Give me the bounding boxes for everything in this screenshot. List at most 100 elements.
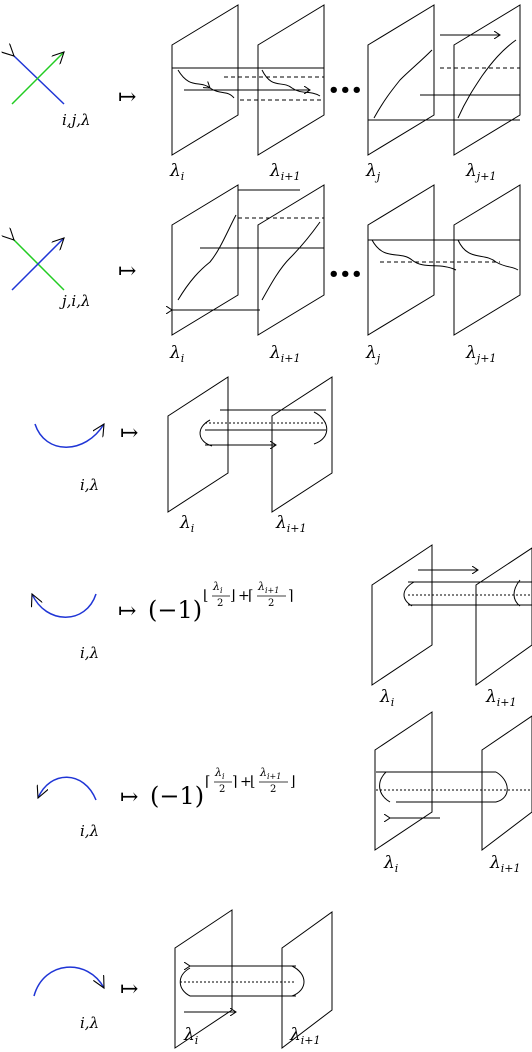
plane-label: λi+1 [289,1025,321,1047]
exp-floor-close: ⌋ [230,588,235,604]
exp-frac-num: λi+1 [259,766,281,781]
seam-3 [374,50,432,118]
plane-label: λi+1 [269,161,301,183]
exp-frac-den: 2 [270,784,276,795]
crossing-glyph-ji [12,238,64,290]
seam-1 [178,70,234,98]
sign-factor: ↦ (−1) ⌈ λi 2 ⌉ + ⌊ λi+1 2 ⌋ [120,766,295,810]
plane-label: λj+1 [465,343,496,365]
exp-frac-den: 2 [268,598,274,609]
exp-frac-den: 2 [219,784,225,795]
foam-diagram [372,545,532,685]
cap-left [404,582,414,606]
row-3: i,λ ↦ λi λi+1 [35,377,332,535]
plane-2 [258,5,324,155]
cap-right [496,772,507,802]
plane-label: λj+1 [465,161,496,183]
plane-labels: λi λi+1 [183,1025,321,1047]
cap-left [200,420,212,446]
cap-glyph [38,777,96,800]
plane-3 [368,185,434,335]
sign-factor: ↦ (−1) ⌊ λi 2 ⌋ + ⌈ λi+1 2 ⌉ [118,580,293,624]
row-label: j,i,λ [59,292,91,310]
plane-3 [368,5,434,155]
blue-strand [14,56,64,104]
maps-to-arrow: ↦ [120,977,138,1002]
plane-label: λi+1 [489,853,521,875]
plane-label: λi [383,853,398,875]
row-label: i,λ [80,822,99,840]
exp-floor-open: ⌊ [250,774,255,790]
plane-1 [172,185,238,335]
foam-diagram [175,910,332,1048]
plane-labels: λi λi+1 [383,853,521,875]
cup-glyph [32,594,96,617]
exp-frac-num: λi [212,580,223,595]
exp-frac-num: λi+1 [257,580,279,595]
maps-to-arrow: ↦ [120,421,138,446]
plane-1 [372,545,432,685]
plane-1 [375,712,432,850]
row-label: i,j,λ [62,111,91,129]
cap-left [380,772,390,802]
cap-right [314,412,327,444]
row-6: i,λ ↦ λi λi+1 [34,910,332,1048]
plane-labels: λi λi+1 [379,687,517,709]
green-strand [14,240,64,290]
exp-ceil-close: ⌉ [288,588,293,604]
row-2: j,i,λ ↦ ••• λi λi+1 λj λj+1 [12,185,520,365]
row-label: i,λ [80,1014,99,1032]
plane-2 [482,716,532,850]
row-1: i,j,λ ↦ ••• λi λi+1 λj λj+1 [12,5,520,183]
exp-ceil-open: ⌈ [248,588,253,604]
maps-to-arrow: ↦ [118,599,136,624]
plane-label: λi [179,513,194,535]
plane-label: λi [379,687,394,709]
row-label: i,λ [80,644,99,662]
row-5: i,λ ↦ (−1) ⌈ λi 2 ⌉ + ⌊ λi+1 2 ⌋ [38,712,532,875]
seam-2 [262,70,320,96]
foam-diagram [375,712,532,850]
plane-1 [172,5,238,155]
plane-labels: λi λi+1 λj λj+1 [169,161,496,183]
seam-4 [458,40,516,118]
plane-label: λi [169,161,184,183]
row-label: i,λ [80,476,99,494]
plane-4 [454,5,520,155]
row-4: i,λ ↦ (−1) ⌊ λi 2 ⌋ + ⌈ λi+1 2 ⌉ [32,545,532,709]
foam-diagram [168,377,332,512]
plane-label: λi [183,1025,198,1047]
foam-diagram [172,185,520,335]
plane-labels: λi λi+1 λj λj+1 [169,343,496,365]
seam-3 [372,240,456,270]
maps-to-arrow: ↦ [118,85,136,110]
plane-label: λi+1 [485,687,517,709]
crossing-glyph-ij [12,52,64,104]
plane-2 [272,377,332,512]
plane-4 [454,185,520,335]
plane-label: λi+1 [269,343,301,365]
exp-frac-den: 2 [217,598,223,609]
plane-2 [258,185,324,335]
cap-glyph [34,967,104,996]
plane-2 [476,548,532,685]
plane-label: λi [169,343,184,365]
cap-right [292,966,304,996]
seam-1 [178,215,236,300]
cap-right [514,580,520,606]
cup-glyph [35,424,104,447]
maps-to-arrow: ↦ [118,259,136,284]
exp-floor-open: ⌊ [203,588,208,604]
plane-label: λj [365,343,381,365]
exp-frac-num: λi [214,766,225,781]
plane-labels: λi λi+1 [179,513,307,535]
exp-ceil-close: ⌉ [232,774,237,790]
exp-ceil-open: ⌈ [205,774,210,790]
sign-base: (−1) [150,782,204,810]
ellipsis: ••• [328,80,363,101]
maps-to-arrow: ↦ [120,785,138,810]
ellipsis: ••• [328,264,363,285]
plane-label: λj [365,161,381,183]
seam-4 [458,240,518,270]
